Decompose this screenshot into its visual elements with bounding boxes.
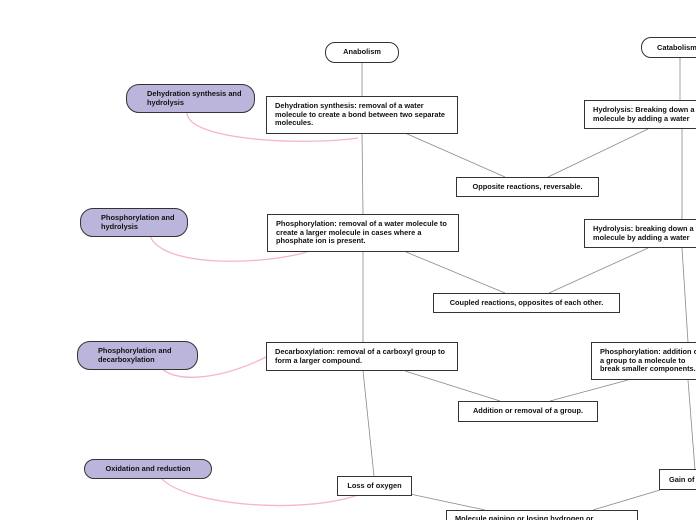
connector [361,132,364,215]
anabolism-node[interactable]: Anabolism [325,42,399,63]
loss-of-oxygen-node[interactable]: Loss of oxygen [337,476,412,496]
hydrolysis-node-1[interactable]: Hydrolysis: Breaking down a molecule by … [584,100,696,129]
catabolism-node[interactable]: Catabolism [641,37,696,58]
connector [549,379,629,402]
connector [687,379,696,471]
label-oxidation-reduction[interactable]: Oxidation and reduction [84,459,212,479]
label-dehydration-hydrolysis[interactable]: Dehydration synthesis and hydrolysis [126,84,255,113]
phosphorylation-catabolic-node[interactable]: Phosphorylation: addition of a group to … [591,342,696,380]
connector [405,251,506,294]
connector [592,489,661,511]
connector [404,132,506,178]
connector [404,370,501,402]
hydrolysis-node-2[interactable]: Hydrolysis: breaking down a molecule by … [584,219,696,248]
relation-line [149,235,308,262]
relation-line [186,112,359,142]
molecule-gaining-node[interactable]: Molecule gaining or losing hydrogen or [446,510,638,520]
relation-line [161,355,269,378]
opposite-reactions-node[interactable]: Opposite reactions, reversable. [456,177,599,197]
gain-node[interactable]: Gain of [659,469,696,490]
coupled-reactions-node[interactable]: Coupled reactions, opposites of each oth… [433,293,620,313]
connector [547,128,649,178]
label-phosphorylation-hydrolysis[interactable]: Phosphorylation and hydrolysis [80,208,188,237]
relation-line [160,477,359,507]
dehydration-synthesis-node[interactable]: Dehydration synthesis: removal of a wate… [266,96,458,134]
label-phosphorylation-decarboxylation[interactable]: Phosphorylation and decarboxylation [77,341,198,370]
decarboxylation-node[interactable]: Decarboxylation: removal of a carboxyl g… [266,342,458,371]
connector [548,247,649,294]
connector [681,247,689,343]
connector [409,493,486,511]
addition-removal-node[interactable]: Addition or removal of a group. [458,401,598,422]
connector [362,370,375,477]
phosphorylation-anabolic-node[interactable]: Phosphorylation: removal of a water mole… [267,214,459,252]
